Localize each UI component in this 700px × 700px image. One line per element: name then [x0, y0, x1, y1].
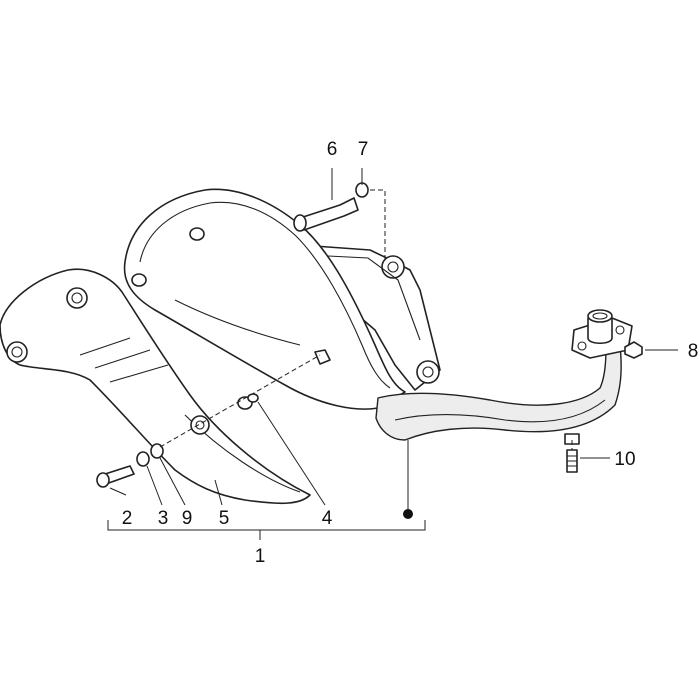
callout-9: 9: [182, 508, 193, 529]
callout-7: 7: [358, 139, 369, 160]
nut-8: [624, 341, 643, 359]
callout-8: 8: [688, 341, 699, 362]
washer-7: [355, 182, 369, 198]
callout-10: 10: [614, 449, 635, 470]
callout-2: 2: [122, 508, 133, 529]
callout-3: 3: [158, 508, 169, 529]
washer-9: [150, 443, 164, 459]
washer-3: [136, 451, 150, 467]
bolt-2: [96, 465, 135, 488]
callout-4: 4: [322, 508, 333, 529]
assembly-bracket: [107, 520, 426, 540]
callout-5: 5: [219, 508, 230, 529]
muffler-body: [123, 188, 406, 410]
spacer-stud: [314, 349, 331, 365]
bolt-10: [566, 449, 578, 473]
bolt-6: [293, 197, 359, 232]
assembly-dot: [403, 509, 413, 519]
heat-shield: [0, 268, 311, 505]
washer-4: [237, 393, 259, 410]
assembly-lines: [159, 189, 573, 450]
exhaust-flange: [571, 309, 633, 359]
callout-1: 1: [255, 546, 266, 567]
leader-lines: [109, 168, 678, 519]
callout-6: 6: [327, 139, 338, 160]
